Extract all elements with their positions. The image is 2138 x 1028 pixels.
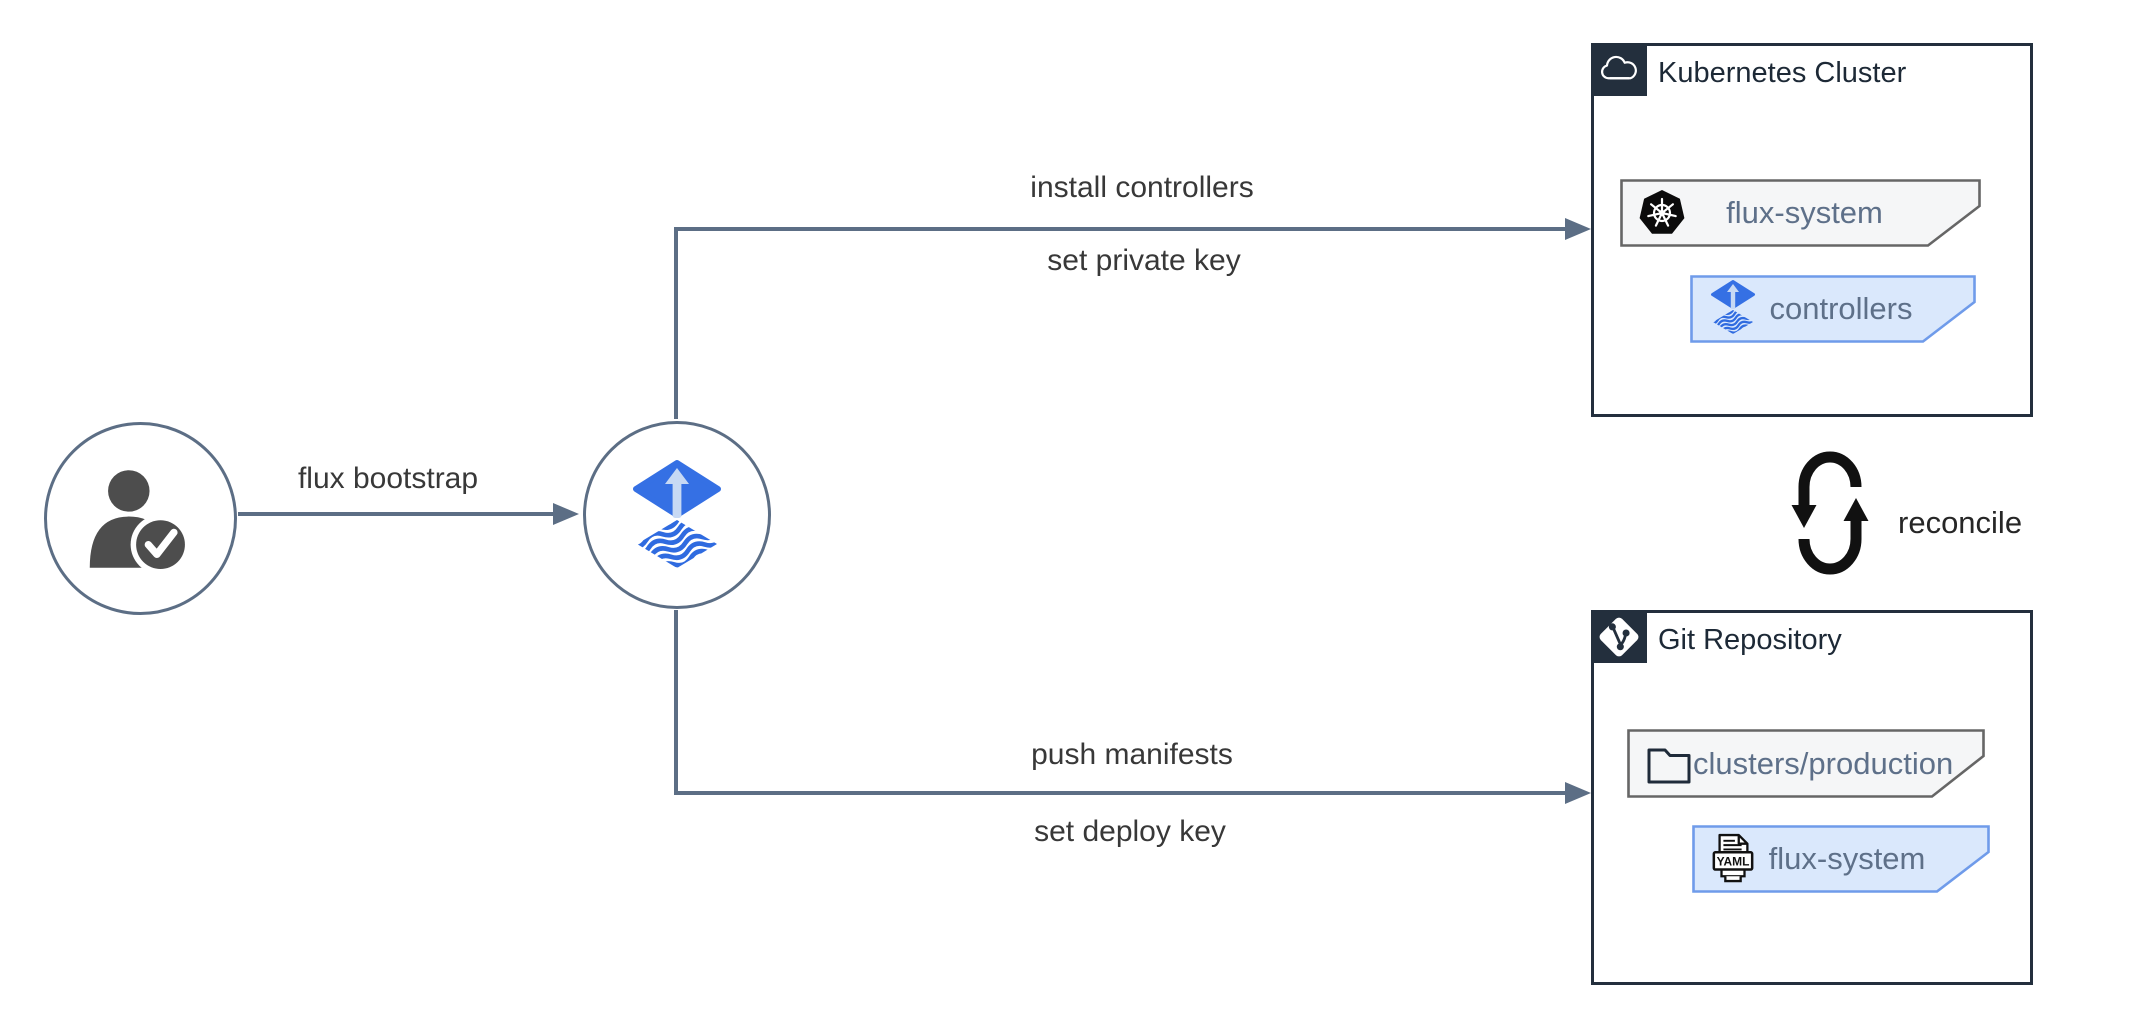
- node-controllers: controllers: [1690, 275, 1976, 343]
- node-label: controllers: [1769, 291, 1913, 326]
- kubernetes-cluster-header: [1591, 43, 1647, 96]
- kubernetes-cluster-title: Kubernetes Cluster: [1658, 57, 1907, 89]
- flux-icon: [627, 458, 727, 578]
- user-check-icon: [80, 458, 202, 580]
- edge-push-arrowhead: [1565, 782, 1591, 804]
- node-label: flux-system: [1726, 195, 1883, 230]
- node-label: clusters/production: [1693, 745, 1954, 781]
- git-repository-title: Git Repository: [1658, 624, 1842, 656]
- actor-circle: [44, 422, 237, 615]
- git-repository-box: Git Repository clusters/production: [1591, 610, 2033, 985]
- edge-install-arrowhead: [1565, 218, 1591, 240]
- cloud-icon: [1597, 48, 1641, 92]
- node-label: flux-system: [1768, 841, 1926, 876]
- edge-bootstrap-arrowhead: [553, 503, 579, 525]
- edge-push-label-1: push manifests: [1031, 738, 1233, 771]
- reconcile-label: reconcile: [1898, 505, 2023, 540]
- yaml-file-icon: [1710, 833, 1756, 885]
- edge-bootstrap-label: flux bootstrap: [297, 462, 479, 495]
- node-clusters-production: clusters/production: [1627, 729, 1985, 798]
- git-repository-header: [1591, 610, 1647, 663]
- folder-icon: [1645, 740, 1693, 788]
- git-icon: [1596, 614, 1642, 660]
- sync-loop-icon: [1782, 443, 1878, 583]
- flux-icon: [1708, 279, 1758, 339]
- edge-install-label-1: install controllers: [1030, 171, 1254, 204]
- node-flux-system-namespace: flux-system: [1620, 179, 1981, 247]
- kubernetes-cluster-box: Kubernetes Cluster flux-system c: [1591, 43, 2033, 417]
- edge-install-label-2: set private key: [1047, 244, 1241, 277]
- node-flux-system-manifests: flux-system: [1692, 825, 1990, 893]
- flux-cli-circle: [583, 421, 771, 609]
- kubernetes-icon: [1638, 189, 1686, 237]
- edge-push-label-2: set deploy key: [1034, 815, 1226, 848]
